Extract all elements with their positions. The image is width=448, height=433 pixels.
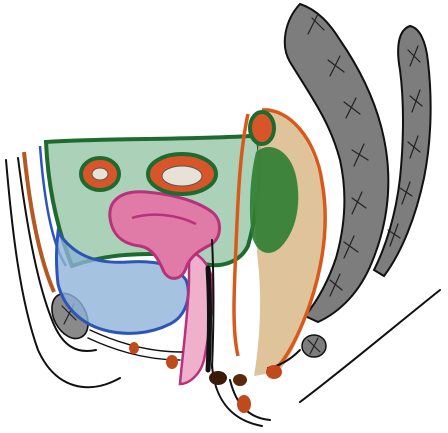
sphincter	[209, 371, 227, 385]
bone-hatch	[399, 181, 413, 205]
uterine-cavity	[131, 213, 197, 226]
rectovaginal-septum	[211, 239, 215, 369]
bone-hatch	[329, 273, 343, 297]
bone-hatch	[307, 13, 325, 35]
coccyx	[372, 24, 432, 278]
bone-hatch	[327, 55, 345, 77]
bone-hatch	[407, 45, 421, 67]
ovary-posterior	[248, 110, 276, 146]
ovaries	[79, 110, 276, 196]
vagina	[178, 247, 214, 386]
rectum-outline	[232, 108, 327, 376]
sacrum	[283, 2, 390, 324]
sphincter	[166, 355, 178, 369]
posterior-skin-line	[299, 289, 441, 403]
bladder	[55, 227, 190, 335]
bone-hatch	[307, 337, 321, 355]
bone-hatch	[343, 97, 361, 119]
anterior-wall-inner	[17, 157, 97, 352]
rectum-dark-wall	[249, 146, 299, 253]
anterior-abdominal-wall	[5, 159, 121, 389]
bone-hatch	[351, 191, 367, 215]
sphincter	[237, 395, 251, 413]
bone-hatch	[407, 135, 421, 159]
sphincters	[129, 342, 282, 413]
sphincter	[129, 342, 139, 354]
bone-hatch	[387, 223, 401, 247]
round-ligament	[22, 151, 56, 293]
ovary-core	[161, 165, 203, 187]
ovary-core	[91, 167, 109, 181]
bone-hatch	[351, 143, 369, 167]
bone-hatch	[409, 89, 423, 113]
uterus	[108, 190, 221, 280]
bone-hatch	[343, 235, 359, 259]
perineal-muscle	[205, 265, 212, 373]
sphincter	[266, 365, 282, 379]
coccyx-bone	[372, 24, 432, 278]
sphincter	[233, 374, 247, 386]
sacrum-bone	[283, 2, 390, 324]
